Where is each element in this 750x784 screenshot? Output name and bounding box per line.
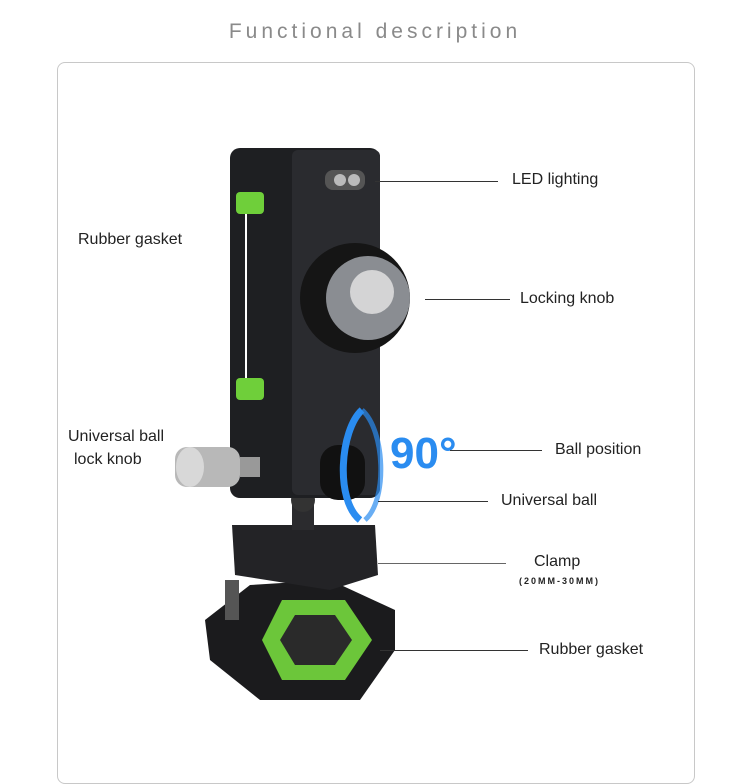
clamp-block (232, 525, 378, 590)
label-led-lighting: LED lighting (512, 171, 599, 188)
label-clamp-size: (20MM-30MM) (519, 576, 601, 586)
label-rubber-gasket-bottom: Rubber gasket (539, 641, 644, 658)
leader-line (380, 650, 528, 651)
label-universal-ball: Universal ball (501, 492, 598, 509)
label-universal-ball-lock-knob-line1: Universal ball (68, 428, 165, 445)
clamp-ring (205, 580, 395, 700)
label-clamp: Clamp (534, 553, 581, 570)
page-title: Functional description (228, 20, 522, 43)
leader-line (378, 563, 506, 564)
phone-holder-illustration: 90° (175, 148, 457, 700)
label-locking-knob: Locking knob (520, 290, 615, 307)
rubber-gasket-top-shape (236, 192, 264, 214)
label-ball-position: Ball position (555, 441, 642, 458)
rotation-arrow-icon (339, 407, 365, 523)
leader-line (378, 501, 488, 502)
label-rubber-gasket-top: Rubber gasket (78, 231, 183, 248)
leader-line (425, 299, 510, 300)
label-universal-ball-lock-knob-line2: lock knob (74, 451, 142, 468)
rotation-label: 90° (390, 429, 457, 478)
leader-line (375, 181, 498, 182)
leader-line (450, 450, 542, 451)
